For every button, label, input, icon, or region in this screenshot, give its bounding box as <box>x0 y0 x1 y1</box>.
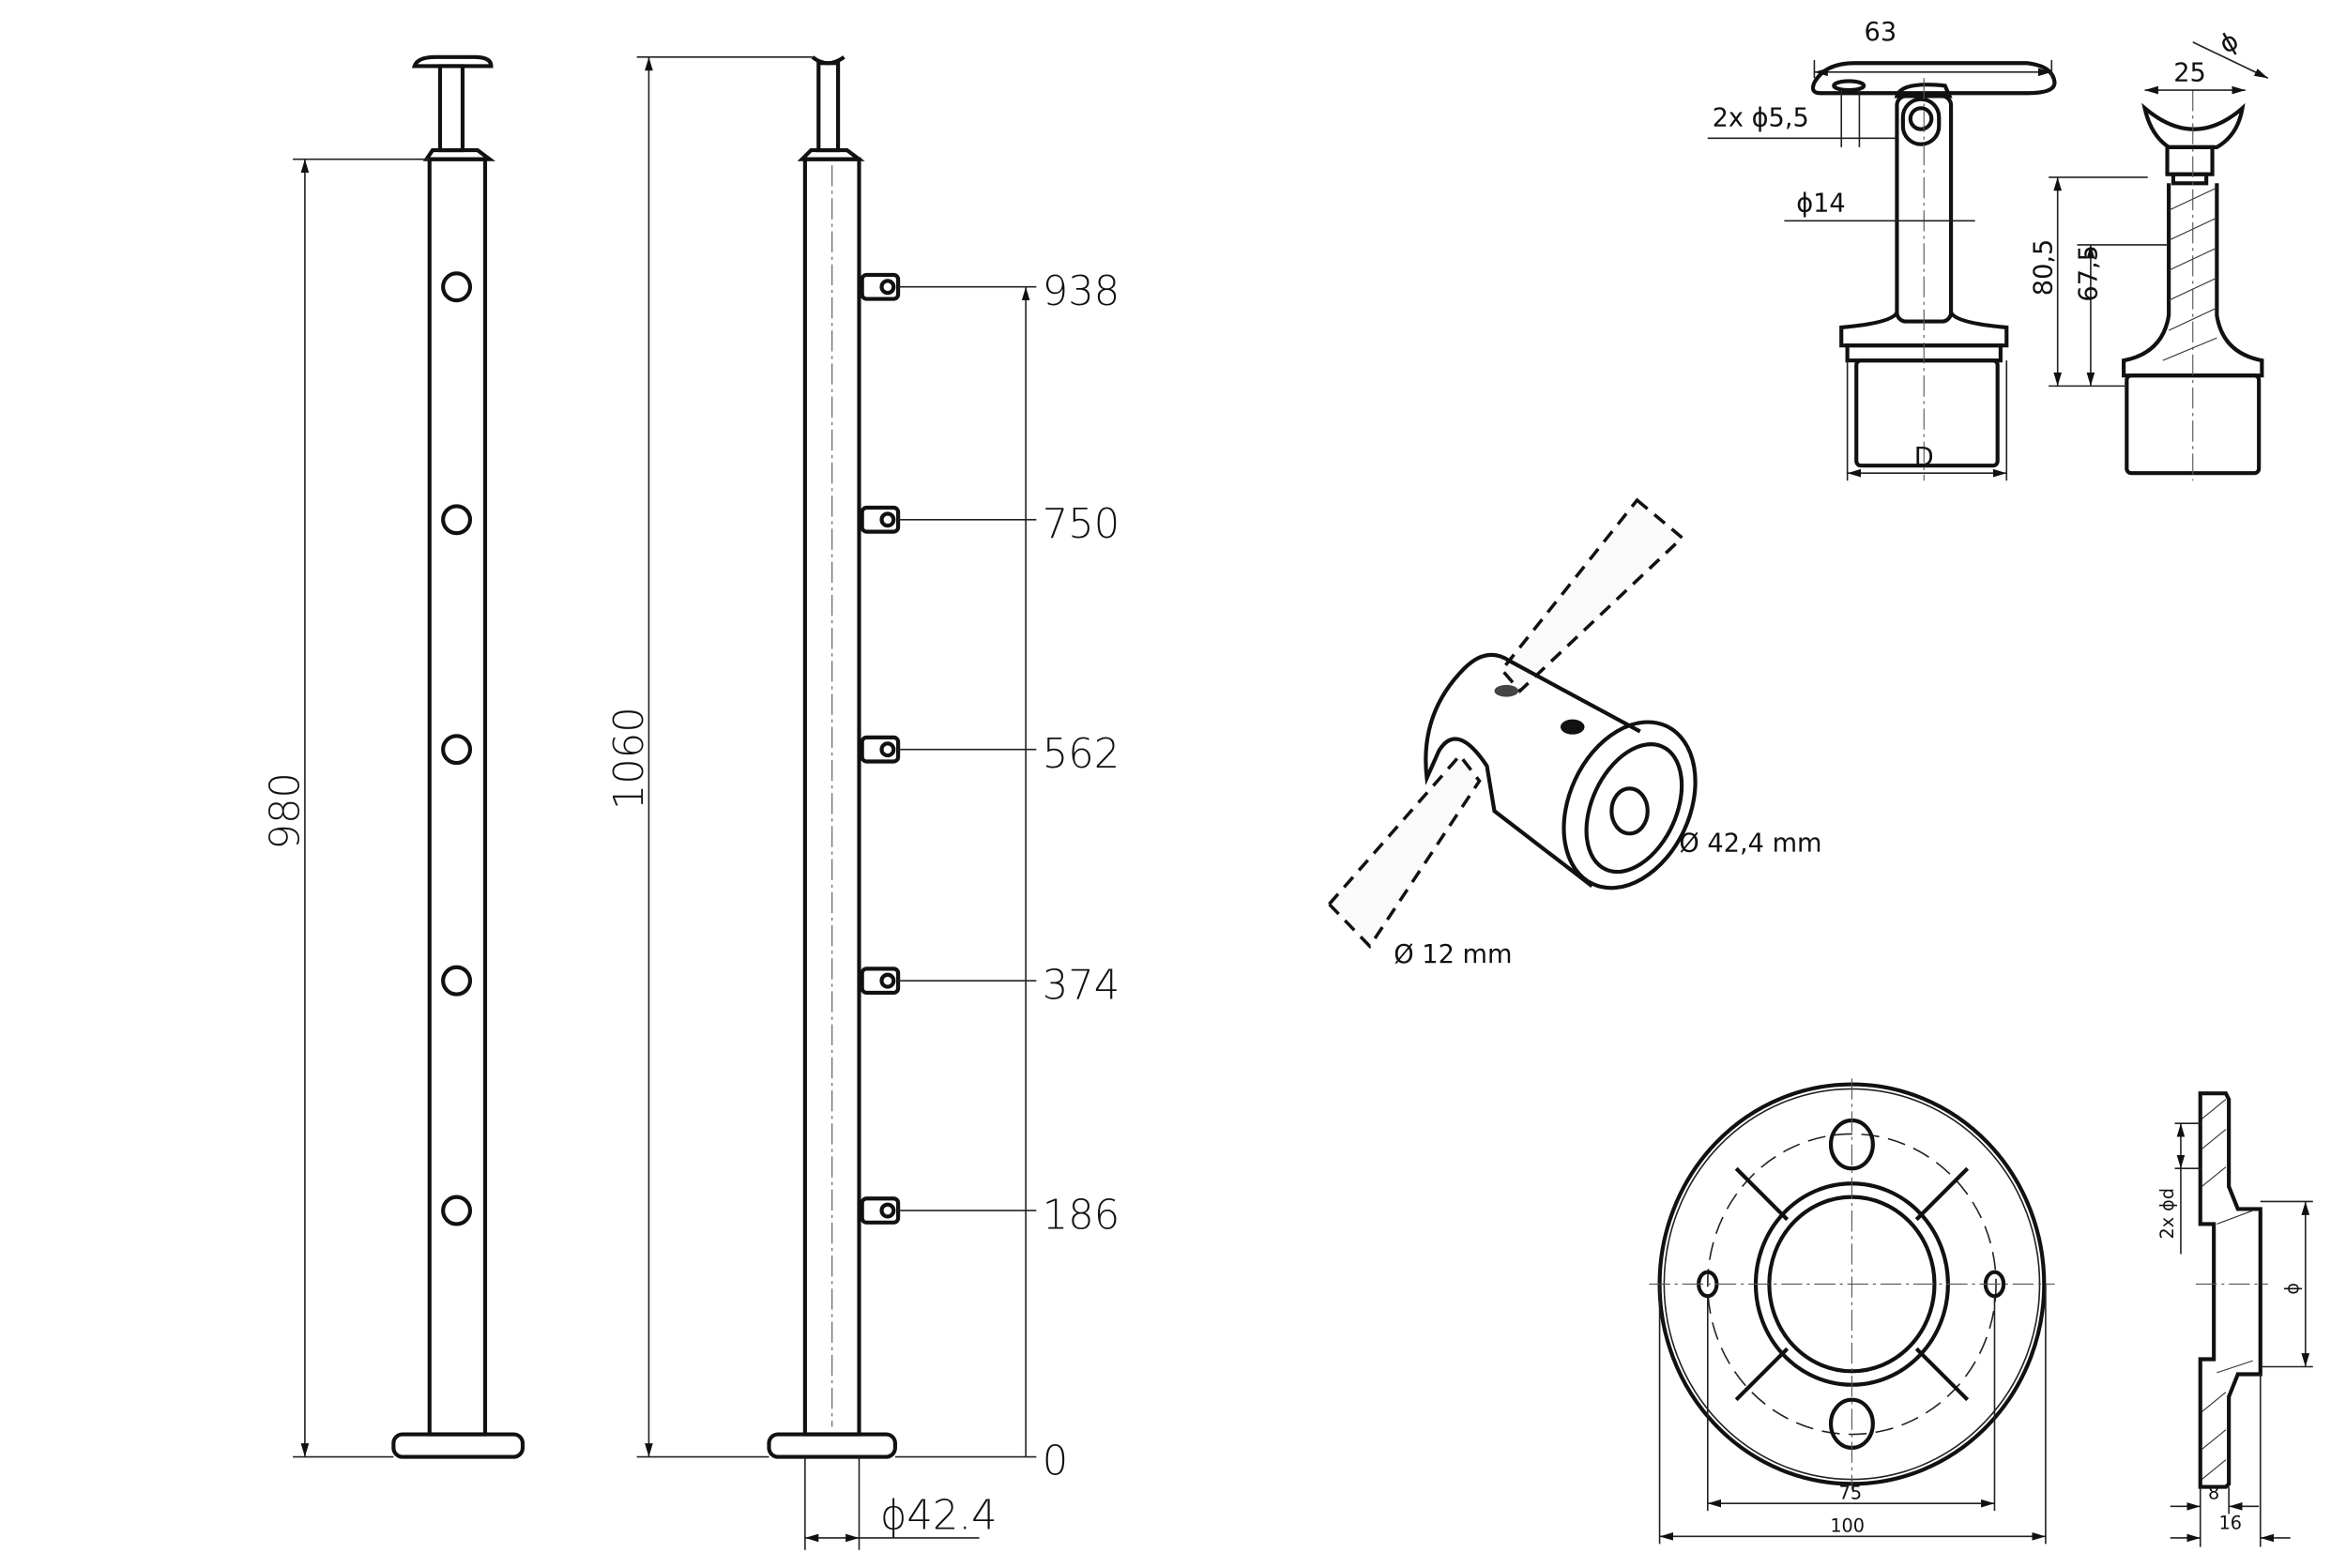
support-width-label: 63 <box>1865 18 1897 47</box>
bracket-height-562: 562 <box>1043 731 1120 778</box>
post-left-drawing: 980 <box>263 54 526 1459</box>
handrail-support-front: 63 2x ϕ5,5 ϕ14 D <box>1707 18 2057 481</box>
base-plate-thickness-label: 8 <box>2208 1482 2219 1503</box>
bracket-height-750: 750 <box>1043 501 1120 548</box>
post-diameter-label: ϕ42.4 <box>880 1492 998 1539</box>
base-plate-outer-label: 100 <box>1830 1515 1865 1537</box>
bracket-height-0: 0 <box>1043 1439 1069 1485</box>
connector-tube-label: Ø 42,4 mm <box>1679 830 1821 859</box>
support-holes-label: 2x ϕ5,5 <box>1713 103 1809 132</box>
base-plate-total-height-label: 16 <box>2219 1512 2242 1533</box>
base-plate-bore-label: ϕ <box>2281 1283 2303 1295</box>
support-height-pivot-label: 67,5 <box>2074 245 2103 302</box>
post-holes <box>441 271 473 1226</box>
base-plate-bolt-circle-label: 75 <box>1839 1482 1862 1503</box>
support-stem-label: ϕ14 <box>1796 190 1846 219</box>
bracket-height-186: 186 <box>1043 1192 1120 1239</box>
post-left-height-label: 980 <box>263 772 310 849</box>
support-height-total-label: 80,5 <box>2029 239 2058 297</box>
base-plate-holes-label: 2x ϕd <box>2156 1188 2178 1240</box>
cross-connector-drawing: Ø 42,4 mm Ø 12 mm <box>1327 497 1822 969</box>
support-base-label: D <box>1914 443 1934 472</box>
bracket-height-938: 938 <box>1043 268 1120 315</box>
cable-brackets <box>860 272 901 1225</box>
bracket-height-374: 374 <box>1043 962 1120 1009</box>
support-saddle-label: 25 <box>2173 58 2206 87</box>
handrail-support-section: 25 ϕ 80,5 67,5 <box>2029 26 2269 481</box>
base-plate-section: 2x ϕd ϕ 8 16 <box>2156 1091 2313 1547</box>
base-plate-top: 75 100 <box>1649 1078 2055 1545</box>
post-right-height-label: 1060 <box>606 707 653 810</box>
post-right-drawing: 938 750 562 374 186 0 1060 ϕ42.4 <box>606 55 1120 1550</box>
connector-rod-label: Ø 12 mm <box>1394 940 1512 969</box>
